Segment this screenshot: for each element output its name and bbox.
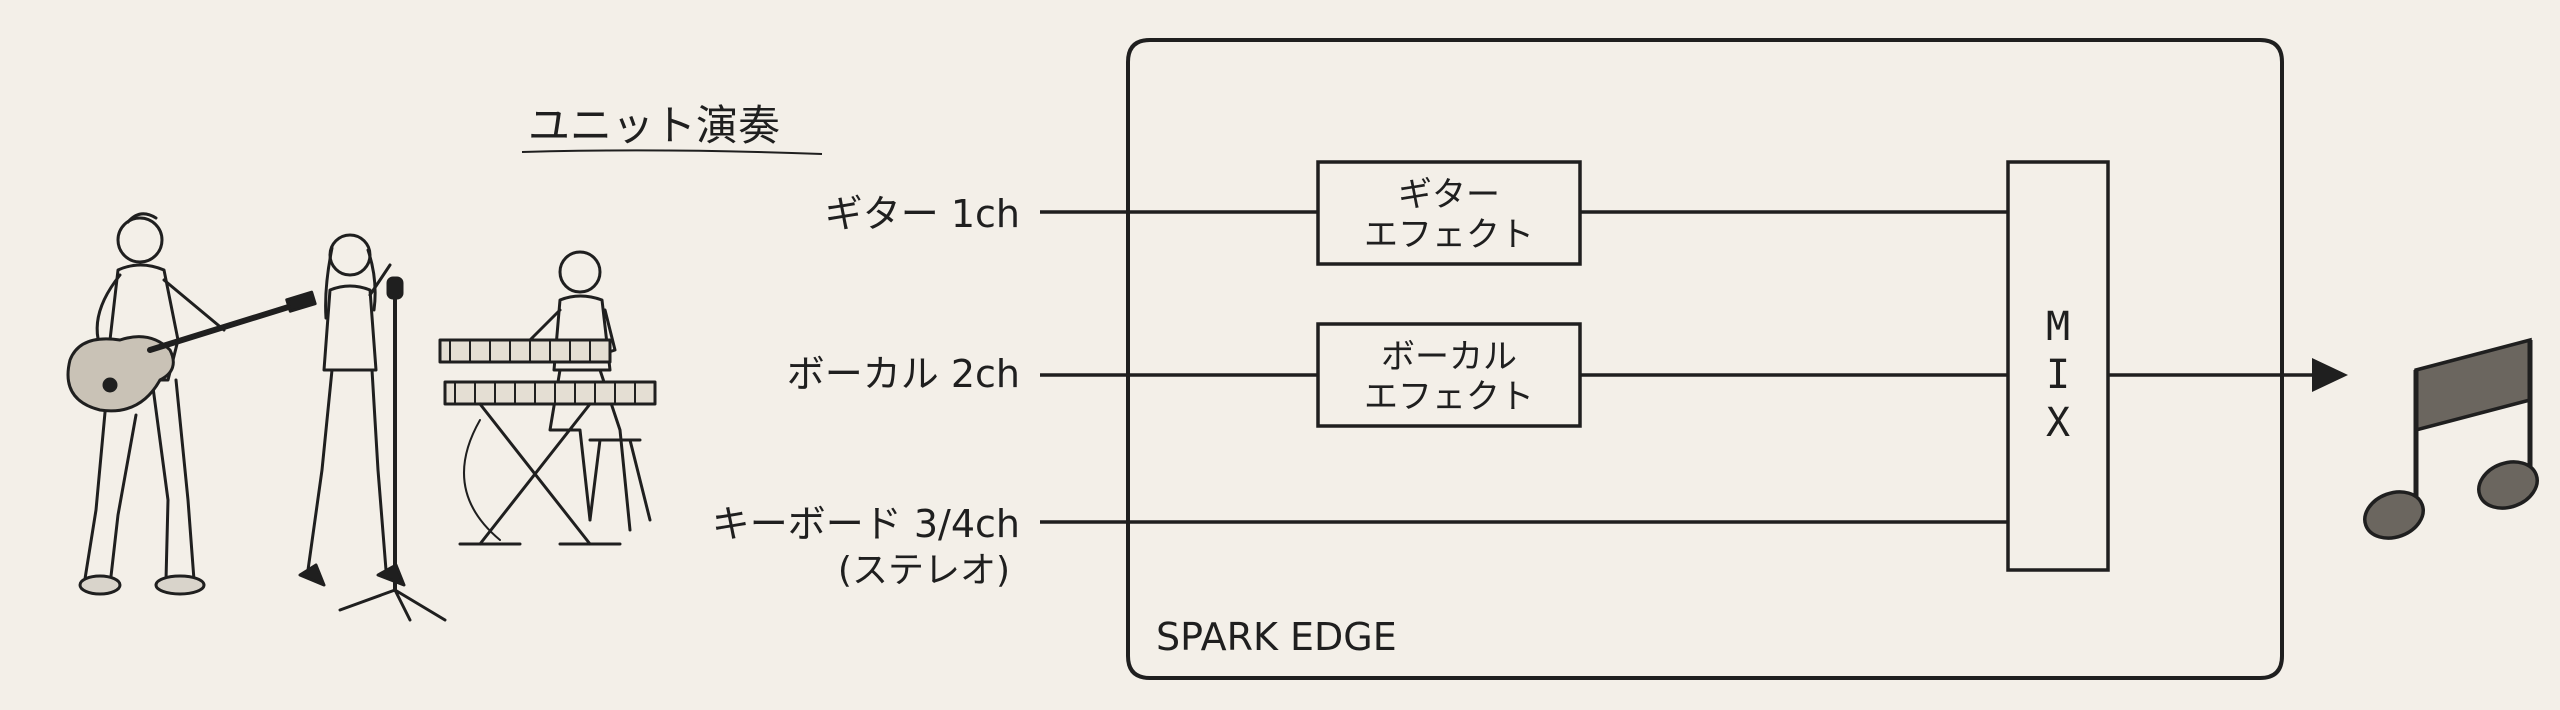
guitar-effect-line2: エフェクト — [1364, 215, 1534, 255]
vocal-effect-line2: エフェクト — [1364, 377, 1534, 417]
mixer-box — [2006, 160, 2110, 572]
vocalist-figure — [298, 233, 447, 622]
mixer-char-x: X — [2046, 400, 2070, 446]
guitar-effect-line1: ギター — [1398, 175, 1500, 215]
vocal-effect-line1: ボーカル — [1381, 337, 1517, 377]
device-box — [1126, 38, 2284, 680]
keyboardist-figure — [438, 250, 657, 546]
music-note-icon — [2363, 337, 2539, 540]
mixer-char-i: I — [2046, 352, 2070, 398]
guitar-effect-box — [1316, 160, 1582, 266]
signal-lines — [1040, 210, 2318, 524]
input-label-guitar: ギター 1ch — [825, 192, 1020, 236]
mixer-char-m: M — [2046, 304, 2070, 350]
band-illustration — [66, 212, 657, 622]
diagram-title: ユニット演奏 — [528, 101, 780, 150]
input-label-keyboard: キーボード 3/4ch — [712, 502, 1020, 546]
vocal-effect-box — [1316, 322, 1582, 428]
title-underline — [521, 149, 823, 155]
guitarist-figure — [66, 212, 317, 596]
output-arrowhead — [2312, 358, 2348, 392]
input-label-vocal: ボーカル 2ch — [787, 352, 1020, 396]
input-sublabel-keyboard: (ステレオ) — [838, 550, 1010, 591]
device-label: SPARK EDGE — [1156, 615, 1397, 659]
